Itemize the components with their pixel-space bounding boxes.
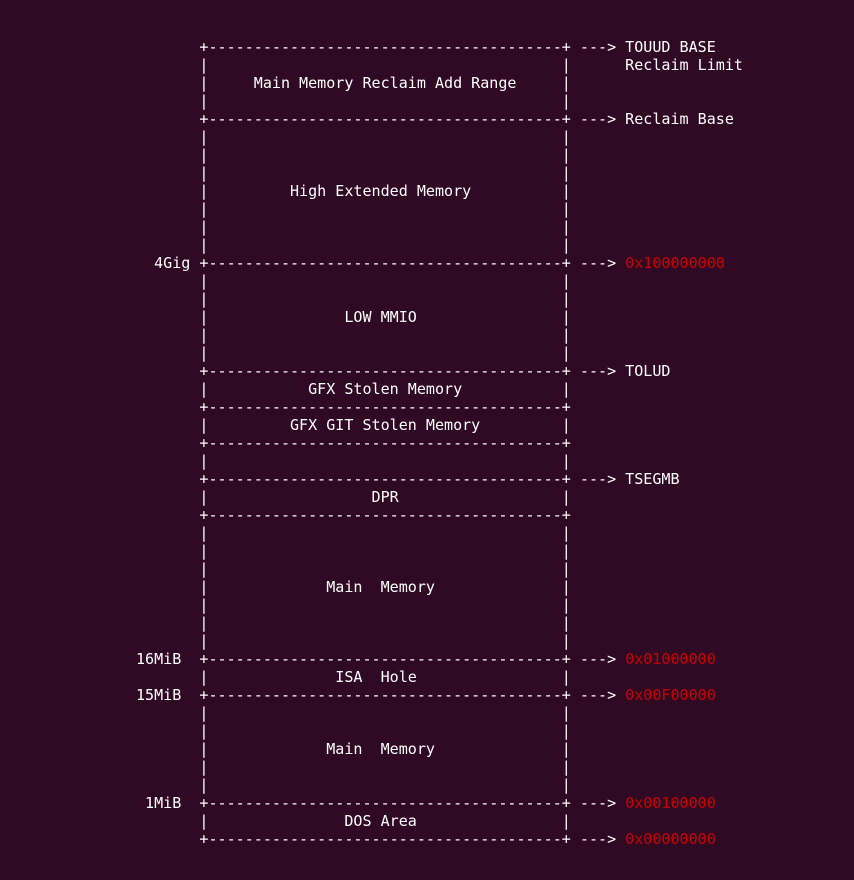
line-text: | | — [136, 236, 571, 254]
terminal-line: | GFX Stolen Memory | — [136, 380, 743, 398]
terminal-line: | | — [136, 164, 743, 182]
line-text: | | — [136, 560, 571, 578]
line-text: 4Gig +----------------------------------… — [136, 254, 626, 272]
terminal-line: | | — [136, 560, 743, 578]
terminal-line: | | — [136, 524, 743, 542]
terminal-line: | | — [136, 218, 743, 236]
line-text: | DOS Area | — [136, 812, 571, 830]
terminal-line: +---------------------------------------… — [136, 110, 743, 128]
line-text: | | — [136, 596, 571, 614]
line-text: | | — [136, 326, 571, 344]
terminal-line: | Main Memory | — [136, 740, 743, 758]
terminal-line: +---------------------------------------… — [136, 398, 743, 416]
line-text: | | — [136, 128, 571, 146]
terminal-line: | | — [136, 92, 743, 110]
terminal-line: +---------------------------------------… — [136, 38, 743, 56]
line-text: | Main Memory Reclaim Add Range | — [136, 74, 571, 92]
line-text: +---------------------------------------… — [136, 110, 734, 128]
line-text: +---------------------------------------… — [136, 362, 671, 380]
line-text: 1MiB +----------------------------------… — [136, 794, 626, 812]
line-text: | | — [136, 542, 571, 560]
terminal-line: | | — [136, 272, 743, 290]
line-text: | Main Memory | — [136, 740, 571, 758]
line-text: 15MiB +---------------------------------… — [136, 686, 626, 704]
terminal-line: | | — [136, 344, 743, 362]
terminal-line: | | — [136, 758, 743, 776]
terminal-line: | GFX GIT Stolen Memory | — [136, 416, 743, 434]
terminal-line: | | — [136, 776, 743, 794]
line-text: +---------------------------------------… — [136, 38, 716, 56]
line-text: | | — [136, 146, 571, 164]
terminal-line: | | — [136, 596, 743, 614]
terminal-line: | LOW MMIO | — [136, 308, 743, 326]
line-text: | | — [136, 290, 571, 308]
line-text: | | — [136, 632, 571, 650]
hex-address: 0x00100000 — [625, 794, 716, 812]
line-text: +---------------------------------------… — [136, 470, 680, 488]
line-text: | | — [136, 776, 571, 794]
line-text: 16MiB +---------------------------------… — [136, 650, 626, 668]
line-text: | | — [136, 92, 571, 110]
terminal-line: 4Gig +----------------------------------… — [136, 254, 743, 272]
hex-address: 0x00000000 — [625, 830, 716, 848]
terminal-line: | | — [136, 704, 743, 722]
line-text: | | — [136, 722, 571, 740]
hex-address: 0x01000000 — [625, 650, 716, 668]
terminal-line: | | — [136, 146, 743, 164]
hex-address: 0x100000000 — [625, 254, 725, 272]
line-text: | | Reclaim Limit — [136, 56, 743, 74]
terminal-line: | | — [136, 128, 743, 146]
terminal-line: +---------------------------------------… — [136, 830, 743, 848]
line-text: | DPR | — [136, 488, 571, 506]
memory-map-diagram: +---------------------------------------… — [136, 38, 743, 848]
line-text: | | — [136, 704, 571, 722]
terminal-line: 1MiB +----------------------------------… — [136, 794, 743, 812]
terminal-line: +---------------------------------------… — [136, 362, 743, 380]
line-text: | | — [136, 344, 571, 362]
terminal-line: 15MiB +---------------------------------… — [136, 686, 743, 704]
terminal-line: +---------------------------------------… — [136, 434, 743, 452]
line-text: +---------------------------------------… — [136, 434, 571, 452]
terminal-line: 16MiB +---------------------------------… — [136, 650, 743, 668]
line-text: | ISA Hole | — [136, 668, 571, 686]
line-text: | GFX GIT Stolen Memory | — [136, 416, 571, 434]
terminal-line: | | — [136, 236, 743, 254]
terminal-line: | | — [136, 632, 743, 650]
terminal-line: | Main Memory | — [136, 578, 743, 596]
line-text: +---------------------------------------… — [136, 506, 571, 524]
line-text: | LOW MMIO | — [136, 308, 571, 326]
line-text: +---------------------------------------… — [136, 830, 626, 848]
terminal-line: | Main Memory Reclaim Add Range | — [136, 74, 743, 92]
terminal-line: | | Reclaim Limit — [136, 56, 743, 74]
line-text: | | — [136, 164, 571, 182]
hex-address: 0x00F00000 — [625, 686, 716, 704]
terminal-line: | | — [136, 722, 743, 740]
terminal-line: | ISA Hole | — [136, 668, 743, 686]
terminal-line: | | — [136, 452, 743, 470]
terminal-line: | | — [136, 290, 743, 308]
line-text: | | — [136, 614, 571, 632]
terminal-line: | | — [136, 326, 743, 344]
terminal-line: | High Extended Memory | — [136, 182, 743, 200]
terminal-line: | DPR | — [136, 488, 743, 506]
terminal-line: | | — [136, 200, 743, 218]
terminal-line: | | — [136, 542, 743, 560]
terminal-line: +---------------------------------------… — [136, 470, 743, 488]
line-text: | | — [136, 200, 571, 218]
line-text: | | — [136, 272, 571, 290]
line-text: | | — [136, 758, 571, 776]
line-text: | Main Memory | — [136, 578, 571, 596]
terminal-line: +---------------------------------------… — [136, 506, 743, 524]
terminal-line: | DOS Area | — [136, 812, 743, 830]
line-text: | | — [136, 524, 571, 542]
line-text: | | — [136, 452, 571, 470]
line-text: | High Extended Memory | — [136, 182, 571, 200]
line-text: | GFX Stolen Memory | — [136, 380, 571, 398]
line-text: +---------------------------------------… — [136, 398, 571, 416]
line-text: | | — [136, 218, 571, 236]
terminal-line: | | — [136, 614, 743, 632]
